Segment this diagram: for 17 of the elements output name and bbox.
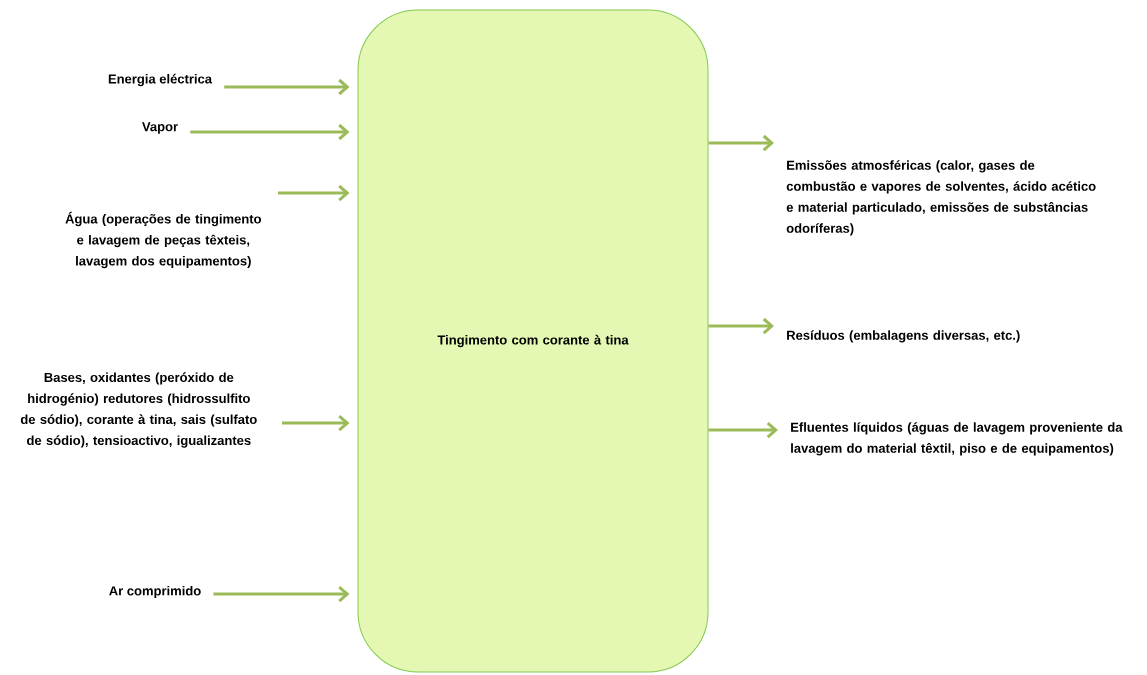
flow-label: Água (operações de tingimento e lavagem de peças têxteis, lavagem dos equipamentos) [65,211,261,269]
flow-label: Emissões atmosféricas (calor, gases de combustão e vapores de solventes, ácido acético e material particulado, emissões de substâncias odoríferas) [786,160,1096,236]
flow-label: Bases, oxidantes (peróxido de hidrogénio) redutores (hidrossulfito de sódio), corante à tina, sais (sulfato de sódio), tensioactivo, igualizantes [20,372,257,448]
arrow [224,78,350,96]
arrow [213,585,350,603]
arrow [282,414,350,432]
process-box: Tingimento com corante à tina [357,9,709,673]
flow-label: Efluentes líquidos (águas de lavagem proveniente da lavagem do material têxtil, piso e de equipamentos) [791,422,1123,456]
flow-label: Energia eléctrica [108,73,213,87]
arrow [708,134,774,152]
arrow [190,123,350,141]
flow-label: Resíduos (embalagens diversas, etc.) [787,330,1020,343]
arrow [708,421,778,439]
flow-label: Ar comprimido [109,585,201,599]
arrow [278,184,350,202]
flow-label: Vapor [142,122,178,134]
arrow [708,317,774,335]
